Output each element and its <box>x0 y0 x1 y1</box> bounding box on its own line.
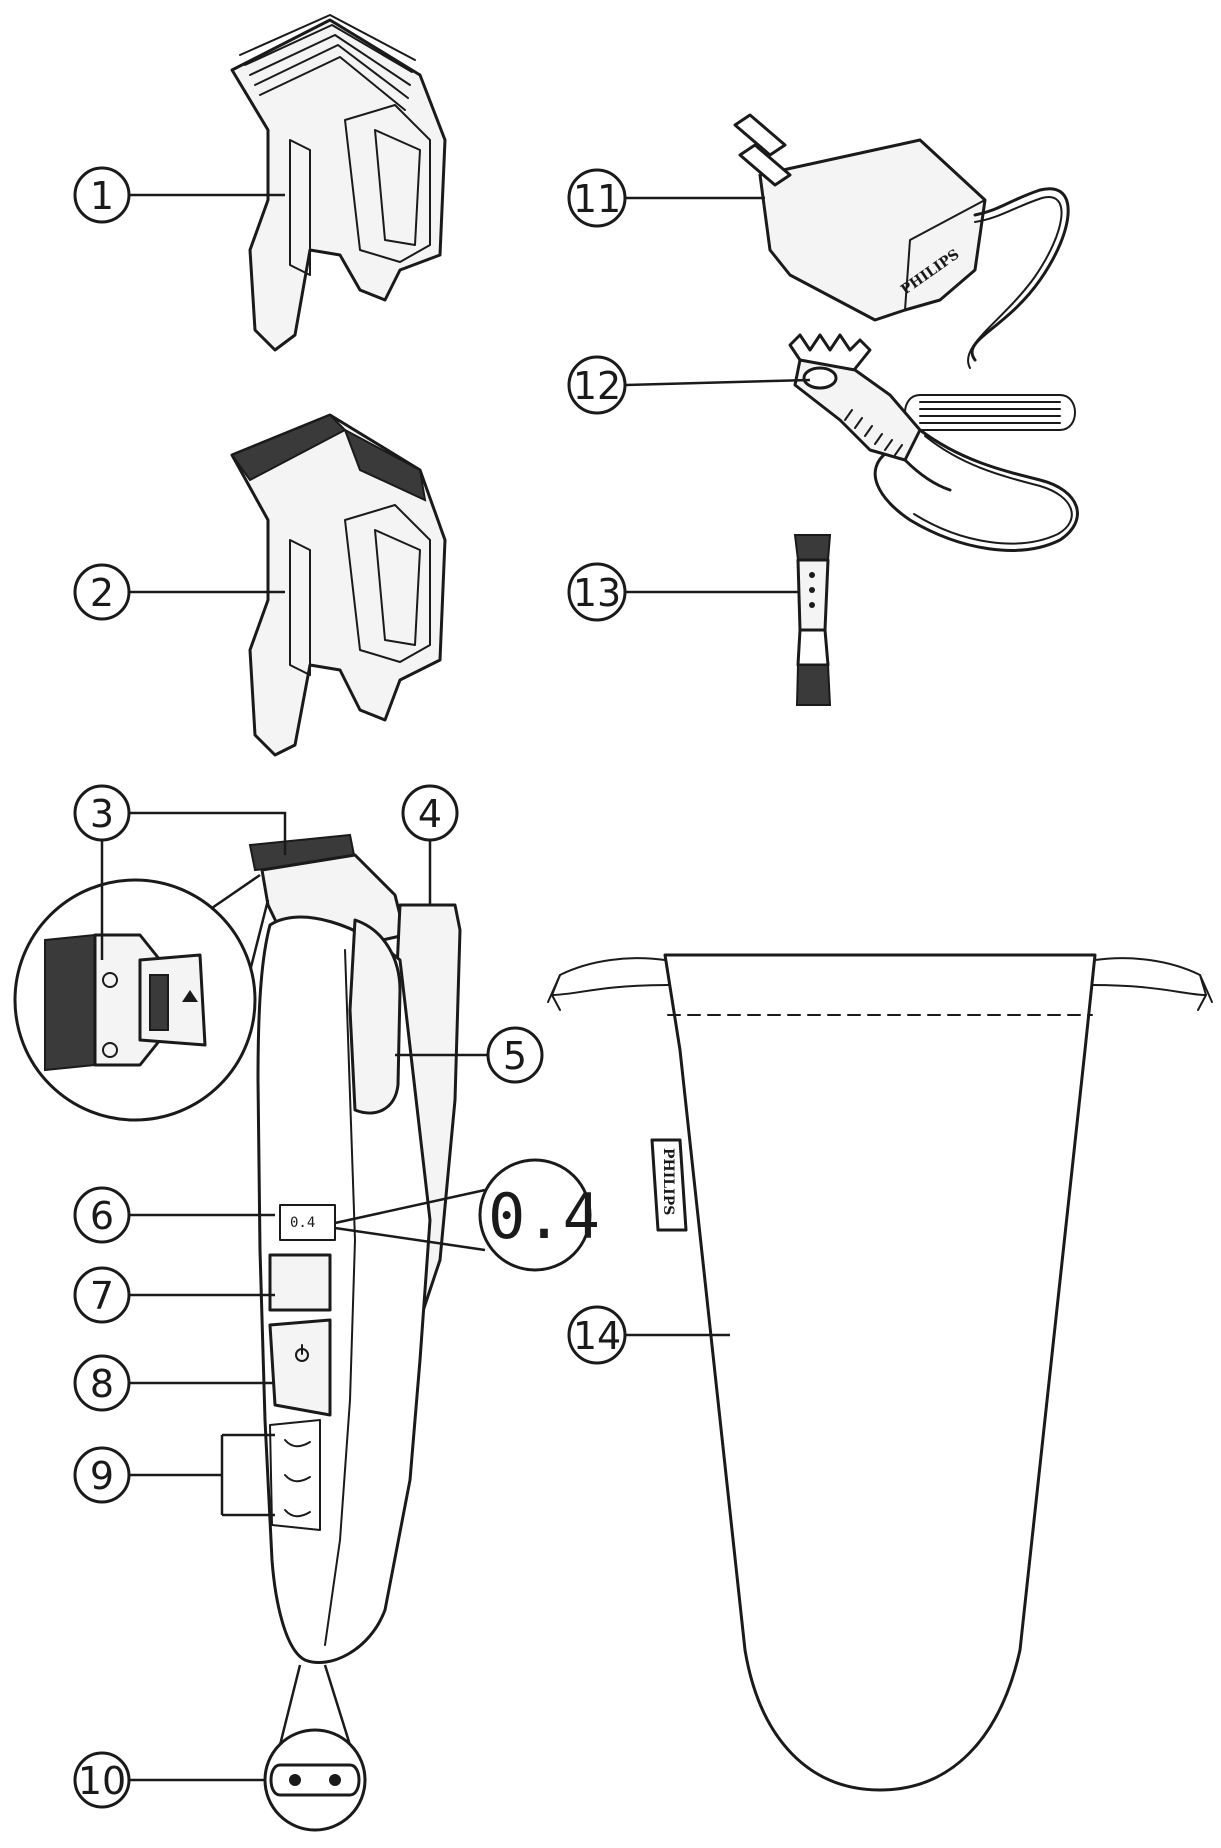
callout-9: 9 <box>73 1433 275 1517</box>
callout-12: 12 <box>567 355 811 415</box>
svg-text:2: 2 <box>90 571 114 615</box>
callout-8: 8 <box>73 1354 275 1412</box>
callout-10: 10 <box>73 1751 265 1809</box>
svg-text:6: 6 <box>90 1194 114 1238</box>
power-adapter: PHILIPS <box>733 113 1070 369</box>
comb-attachment-short <box>230 14 447 352</box>
callout-11: 11 <box>567 168 765 228</box>
callout-4: 4 <box>401 784 459 905</box>
trimmer-body: 0.4 <box>248 833 462 1665</box>
appliance-plug <box>788 333 952 492</box>
callout-7: 7 <box>73 1266 275 1324</box>
svg-text:12: 12 <box>573 364 621 408</box>
callout-13: 13 <box>567 562 800 622</box>
svg-text:4: 4 <box>418 792 442 836</box>
callout-6: 6 <box>73 1186 275 1244</box>
callout-1: 1 <box>73 166 285 224</box>
power-icon <box>295 1344 309 1362</box>
socket-magnifier <box>263 1664 367 1832</box>
comb-attachment-long <box>230 413 447 757</box>
svg-text:1: 1 <box>90 174 114 218</box>
small-display-value: 0.4 <box>290 1215 315 1231</box>
svg-text:11: 11 <box>573 177 621 221</box>
pouch-brand-label: PHILIPS <box>660 1148 676 1215</box>
svg-text:7: 7 <box>90 1274 114 1318</box>
callout-5: 5 <box>395 1026 544 1084</box>
callout-2: 2 <box>73 563 285 621</box>
svg-text:5: 5 <box>503 1034 527 1078</box>
cleaning-brush <box>793 534 832 706</box>
svg-text:13: 13 <box>573 571 621 615</box>
display-magnifier: 0.4 <box>334 1158 600 1272</box>
zoomed-display-value: 0.4 <box>488 1180 600 1253</box>
svg-text:8: 8 <box>90 1362 114 1406</box>
svg-text:9: 9 <box>90 1454 114 1498</box>
storage-pouch: PHILIPS <box>547 953 1213 1792</box>
svg-text:14: 14 <box>573 1314 621 1358</box>
callout-3: 3 <box>73 784 287 960</box>
head-magnifier <box>13 873 270 1122</box>
callout-14: 14 <box>567 1305 730 1365</box>
svg-text:10: 10 <box>78 1759 126 1803</box>
svg-text:3: 3 <box>90 792 114 836</box>
